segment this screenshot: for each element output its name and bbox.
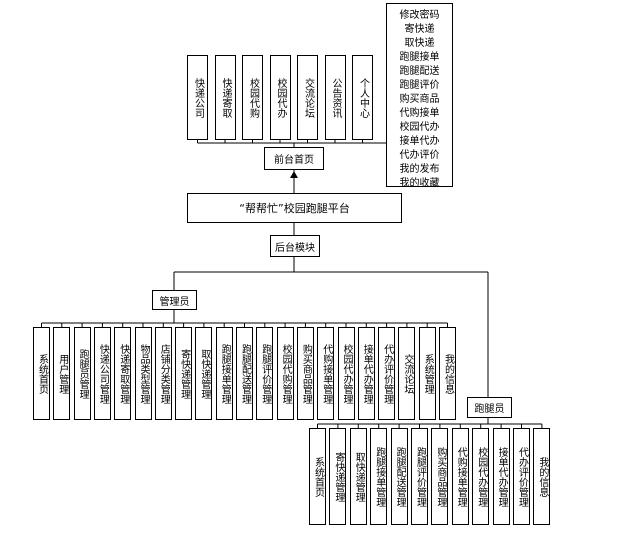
- front-module-box: 快递公司: [187, 55, 208, 140]
- runner-item-box: 寄快递管理: [329, 428, 347, 525]
- front-module-box: 个人中心: [352, 55, 373, 140]
- personal-center-item: 跑腿评价: [399, 80, 440, 91]
- admin-item-box: 跑腿员管理: [73, 327, 91, 420]
- admin-item-box: 用户管理: [53, 327, 71, 420]
- runner-item-box: 我的信息: [533, 428, 551, 525]
- personal-center-item: 跑腿配送: [399, 66, 440, 77]
- admin-item-box: 接单代办管理: [357, 327, 375, 420]
- personal-center-item: 跑腿接单: [399, 52, 440, 63]
- runner-item-box: 跑腿接单管理: [370, 428, 388, 525]
- arrow-head: [290, 171, 298, 178]
- personal-center-item: 校园代办: [399, 122, 440, 133]
- personal-center-item: 寄快递: [404, 24, 435, 35]
- back-module-box: 后台模块: [270, 235, 320, 257]
- platform-box: “帮帮忙”校园跑腿平台: [187, 193, 402, 223]
- runner-box: 跑腿员: [467, 397, 512, 418]
- personal-center-item: 取快递: [404, 38, 435, 49]
- admin-item-box: 取快递管理: [195, 327, 213, 420]
- front-home-box: 前台首页: [264, 147, 324, 170]
- front-module-box: 校园代办: [269, 55, 291, 140]
- admin-item-box: 校园代办管理: [337, 327, 355, 420]
- runner-item-box: 校园代办管理: [472, 428, 490, 525]
- personal-center-item: 接单代办: [399, 136, 440, 147]
- personal-center-item: 代办评价: [399, 150, 440, 161]
- front-module-box: 快递寄取: [214, 55, 236, 140]
- runner-item-box: 代购接单管理: [451, 428, 469, 525]
- runner-item-box: 购买商品管理: [431, 428, 449, 525]
- admin-item-box: 跑腿配送管理: [236, 327, 253, 420]
- admin-item-box: 快递公司管理: [93, 327, 111, 420]
- front-module-box: 校园代购: [242, 55, 263, 140]
- admin-item-box: 系统管理: [418, 327, 436, 420]
- admin-item-box: 代购接单管理: [317, 327, 335, 420]
- admin-item-box: 跑腿接单管理: [215, 327, 233, 420]
- admin-item-box: 物品类型管理: [134, 327, 152, 420]
- personal-center-list: 修改密码寄快递取快递跑腿接单跑腿配送跑腿评价购买商品代购接单校园代办接单代办代办…: [386, 3, 453, 189]
- admin-item-box: 跑腿评价管理: [256, 327, 274, 420]
- front-module-box: 公告资讯: [324, 55, 346, 140]
- personal-center-item: 我的发布: [399, 164, 440, 175]
- admin-item-box: 寄快递管理: [175, 327, 193, 420]
- runner-item-box: 系统首页: [309, 428, 326, 525]
- runner-item-box: 接单代办管理: [492, 428, 510, 525]
- admin-item-box: 快递寄取管理: [114, 327, 132, 420]
- admin-item-box: 店铺分类管理: [154, 327, 172, 420]
- personal-center-item: 代购接单: [399, 108, 440, 119]
- runner-item-box: 跑腿配送管理: [390, 428, 408, 525]
- admin-item-box: 我的信息: [439, 327, 456, 420]
- front-module-box: 交流论坛: [297, 55, 318, 140]
- admin-item-box: 交流论坛: [398, 327, 416, 420]
- personal-center-item: 我的收藏: [399, 178, 440, 189]
- runner-item-box: 跑腿评价管理: [411, 428, 428, 525]
- runner-item-box: 代办评价管理: [513, 428, 530, 525]
- admin-item-box: 系统首页: [33, 327, 50, 420]
- personal-center-item: 修改密码: [399, 10, 440, 21]
- admin-item-box: 购买商品管理: [296, 327, 314, 420]
- admin-box: 管理员: [152, 290, 197, 310]
- admin-item-box: 代办评价管理: [378, 327, 396, 420]
- runner-item-box: 取快递管理: [349, 428, 367, 525]
- personal-center-item: 购买商品: [399, 94, 440, 105]
- admin-item-box: 校园代购管理: [276, 327, 294, 420]
